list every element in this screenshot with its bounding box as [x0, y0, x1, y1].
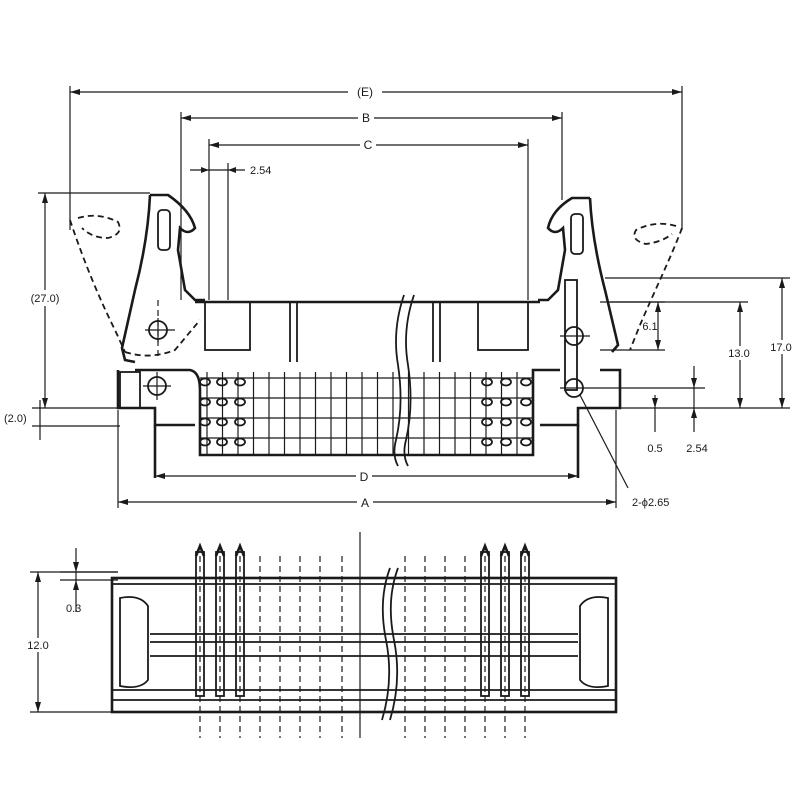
- dim-0-3-label: 0.3: [66, 603, 81, 615]
- side-pin: [195, 551, 205, 697]
- dim-pitch-top-label: 2.54: [250, 165, 271, 177]
- front-view: (E) B C 2.54: [4, 84, 798, 510]
- pin-hole: [216, 437, 228, 447]
- dim-e-label: (E): [357, 85, 373, 99]
- dim-13-label: 13.0: [728, 348, 749, 360]
- dimension-17: 17.0: [605, 277, 798, 409]
- side-pin-tip: [194, 542, 206, 557]
- dimension-e: (E): [69, 84, 683, 230]
- pin-hole: [234, 397, 246, 407]
- pin-hole: [216, 417, 228, 427]
- pin-hole: [199, 397, 211, 407]
- dim-b-label: B: [362, 111, 370, 125]
- side-pin-tip: [234, 542, 246, 557]
- pin-hole: [234, 417, 246, 427]
- pin-hole: [216, 377, 228, 387]
- pin-hole: [199, 377, 211, 387]
- dimension-c: C: [208, 138, 529, 300]
- pin-grid: [200, 377, 533, 439]
- side-view: 0.3 12.0: [20, 532, 618, 738]
- dimension-pitch-top: 2.54: [190, 163, 271, 300]
- dim-d-label: D: [360, 470, 369, 484]
- side-pin: [500, 551, 510, 697]
- dimension-d: D: [155, 469, 578, 484]
- dimension-0-5: 0.5: [647, 395, 663, 455]
- side-pin: [480, 551, 490, 697]
- pin-hole: [500, 437, 512, 447]
- dimension-0-3: 0.3: [60, 548, 118, 615]
- pin-hole: [481, 397, 493, 407]
- side-pin-tip: [519, 542, 531, 557]
- pin-verticals: [206, 372, 518, 455]
- pin-hole: [481, 437, 493, 447]
- dimension-13: 13.0: [610, 301, 756, 409]
- pin-hole: [481, 377, 493, 387]
- pin-hole: [520, 417, 532, 427]
- side-pin: [215, 551, 225, 697]
- dim-height-27-label: (27.0): [31, 293, 60, 305]
- pin-hole: [216, 397, 228, 407]
- dim-17-label: 17.0: [770, 342, 791, 354]
- pin-hole: [500, 417, 512, 427]
- hole-note-label: 2-ϕ2.65: [632, 497, 669, 509]
- pin-holes: [199, 377, 532, 447]
- side-pin: [520, 551, 530, 697]
- pin-hole: [234, 377, 246, 387]
- dim-a-label: A: [361, 496, 369, 510]
- dimension-12: 12.0: [20, 571, 118, 713]
- pin-hole: [520, 377, 532, 387]
- dim-height-2-label: (2.0): [4, 413, 27, 425]
- dim-12-label: 12.0: [27, 640, 48, 652]
- dimension-b: B: [180, 111, 563, 300]
- side-pin: [235, 551, 245, 697]
- pin-hole: [520, 437, 532, 447]
- hole-note: 2-ϕ2.65: [579, 394, 669, 509]
- pin-hole: [199, 417, 211, 427]
- dimension-height-2: (2.0): [4, 400, 120, 440]
- dimension-height-27: (27.0): [22, 192, 150, 408]
- pin-hole: [500, 377, 512, 387]
- dim-0-5-label: 0.5: [647, 443, 662, 455]
- pin-hole: [520, 397, 532, 407]
- pin-hole: [199, 437, 211, 447]
- left-latch: [69, 193, 205, 364]
- dim-6-1-label: 6.1: [642, 321, 657, 333]
- side-pin-tip: [214, 542, 226, 557]
- right-latch: [538, 196, 683, 398]
- dim-c-label: C: [364, 138, 373, 152]
- dimension-2-54-right: 2.54: [590, 366, 708, 455]
- side-body: [110, 532, 618, 738]
- dimension-6-1: 6.1: [600, 301, 665, 351]
- pin-hole: [481, 417, 493, 427]
- connector-body: [116, 294, 622, 478]
- pin-hole: [500, 397, 512, 407]
- dimension-a: A: [117, 410, 617, 510]
- side-pins: [194, 542, 531, 738]
- pin-hole: [234, 437, 246, 447]
- side-pin-tip: [479, 542, 491, 557]
- side-pin-tip: [499, 542, 511, 557]
- dim-2-54-right-label: 2.54: [686, 443, 707, 455]
